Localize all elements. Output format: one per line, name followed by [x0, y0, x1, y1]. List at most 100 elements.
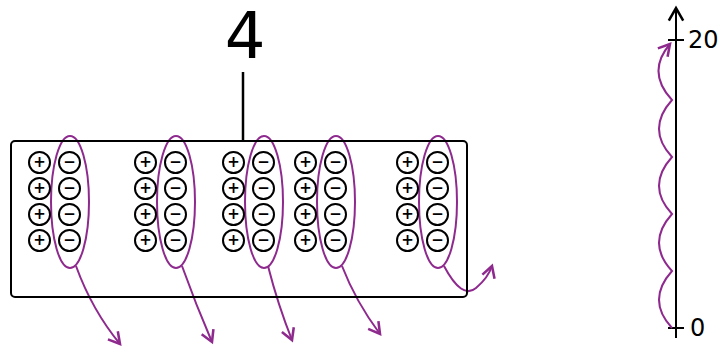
charge-sign: − — [169, 181, 182, 196]
charge-sign: − — [431, 233, 444, 248]
charge-sign: − — [329, 181, 342, 196]
charge-circle: + — [222, 151, 245, 174]
charge-sign: − — [329, 233, 342, 248]
charge-circle: + — [294, 151, 317, 174]
charge-circle: − — [426, 203, 449, 226]
charge-circle: + — [396, 177, 419, 200]
axis-number: 20 — [688, 28, 719, 52]
charge-sign: + — [401, 207, 414, 222]
charge-circle: + — [222, 177, 245, 200]
charge-sign: + — [401, 181, 414, 196]
array-box: 4++++−−−−++++−−−−++++−−−−++++−−−−++++−−−… — [10, 140, 468, 298]
group-ellipse — [157, 136, 195, 268]
charge-sign: + — [33, 207, 46, 222]
group-arrow — [444, 266, 492, 291]
charge-circle: + — [222, 229, 245, 252]
charge-sign: + — [227, 233, 240, 248]
charge-circle: + — [28, 229, 51, 252]
charge-circle: − — [164, 229, 187, 252]
charge-circle: − — [426, 177, 449, 200]
charge-sign: − — [63, 155, 76, 170]
charge-sign: − — [329, 155, 342, 170]
charge-circle: − — [58, 177, 81, 200]
charge-circle: + — [28, 151, 51, 174]
charge-sign: + — [299, 155, 312, 170]
charge-sign: + — [33, 181, 46, 196]
charge-sign: + — [33, 155, 46, 170]
charge-circle: + — [294, 229, 317, 252]
charge-circle: − — [426, 229, 449, 252]
charge-sign: + — [139, 155, 152, 170]
charge-circle: + — [28, 203, 51, 226]
group-ellipses — [51, 136, 457, 268]
group-arrow — [342, 266, 380, 334]
charge-sign: − — [63, 233, 76, 248]
stick-line — [242, 72, 245, 140]
charge-sign: + — [139, 181, 152, 196]
charge-sign: − — [431, 207, 444, 222]
charge-circle: − — [324, 203, 347, 226]
charge-circle: − — [58, 203, 81, 226]
charge-sign: − — [329, 207, 342, 222]
charge-sign: + — [33, 233, 46, 248]
charge-circle: − — [252, 151, 275, 174]
charge-sign: − — [63, 181, 76, 196]
charge-sign: + — [227, 181, 240, 196]
charge-circle: − — [426, 151, 449, 174]
charge-sign: + — [401, 155, 414, 170]
number-heading: 4 — [225, 4, 266, 68]
number-line — [675, 8, 677, 338]
charge-circle: − — [324, 229, 347, 252]
charge-sign: − — [431, 155, 444, 170]
group-ellipse — [419, 136, 457, 268]
charge-circle: + — [222, 203, 245, 226]
tick-mark — [668, 39, 684, 41]
charge-sign: + — [299, 181, 312, 196]
charge-circle: + — [294, 203, 317, 226]
charge-sign: − — [169, 207, 182, 222]
charge-sign: − — [257, 207, 270, 222]
charge-circle: − — [164, 151, 187, 174]
charge-circle: + — [396, 229, 419, 252]
charge-circle: + — [396, 151, 419, 174]
charge-circle: + — [134, 229, 157, 252]
group-arrows — [76, 266, 492, 344]
charge-circle: − — [58, 229, 81, 252]
charge-circle: − — [58, 151, 81, 174]
charge-sign: − — [257, 181, 270, 196]
charge-sign: − — [169, 155, 182, 170]
charge-circle: + — [294, 177, 317, 200]
charge-circle: + — [134, 203, 157, 226]
charge-circle: + — [134, 151, 157, 174]
group-ellipse — [317, 136, 355, 268]
charge-circle: + — [134, 177, 157, 200]
charge-sign: − — [257, 155, 270, 170]
charge-sign: − — [169, 233, 182, 248]
charge-circle: − — [164, 203, 187, 226]
charge-circle: + — [28, 177, 51, 200]
charge-sign: + — [227, 155, 240, 170]
group-arrow — [76, 266, 120, 344]
group-ellipse — [51, 136, 89, 268]
group-ellipse — [245, 136, 283, 268]
charge-circle: − — [252, 177, 275, 200]
axis-number: 0 — [690, 316, 705, 340]
charge-sign: + — [139, 207, 152, 222]
charge-sign: + — [299, 233, 312, 248]
charge-sign: + — [227, 207, 240, 222]
charge-sign: − — [257, 233, 270, 248]
group-arrow — [268, 266, 292, 340]
charge-sign: − — [63, 207, 76, 222]
charge-sign: + — [401, 233, 414, 248]
charge-sign: + — [299, 207, 312, 222]
hop-path — [658, 44, 672, 328]
charge-circle: − — [164, 177, 187, 200]
charge-circle: − — [252, 229, 275, 252]
charge-sign: + — [139, 233, 152, 248]
charge-circle: − — [252, 203, 275, 226]
charge-circle: + — [396, 203, 419, 226]
charge-circle: − — [324, 151, 347, 174]
charge-sign: − — [431, 181, 444, 196]
